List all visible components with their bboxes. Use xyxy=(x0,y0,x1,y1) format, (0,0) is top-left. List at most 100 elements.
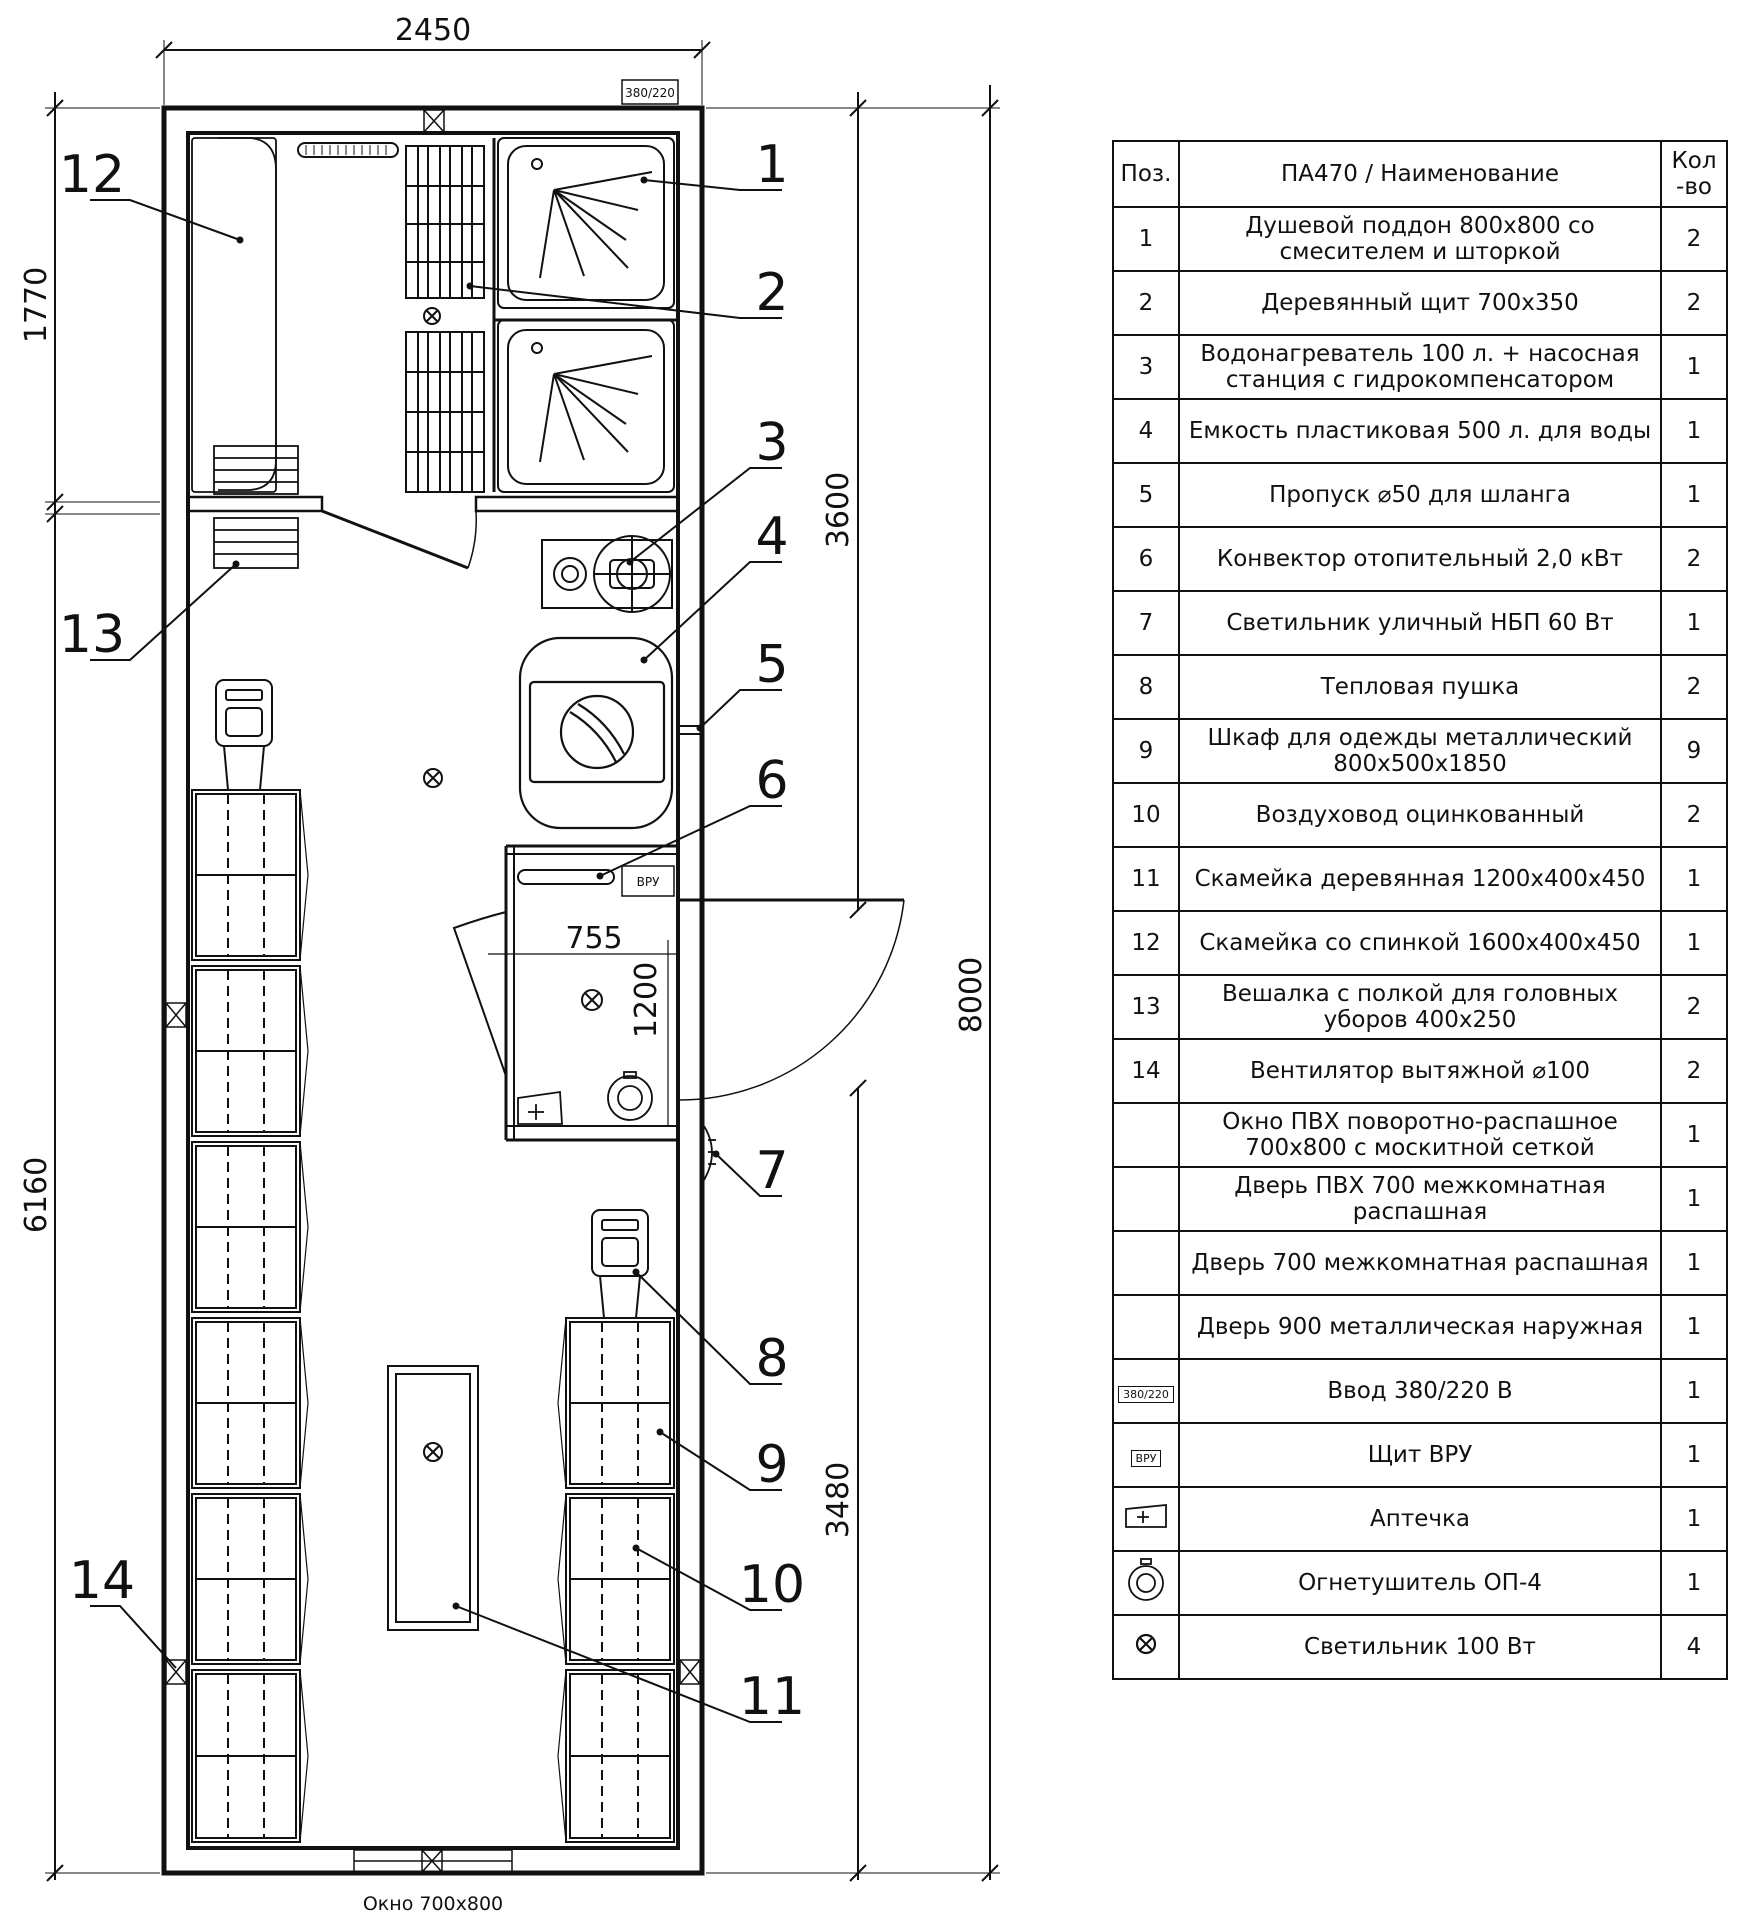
leader-lines xyxy=(90,179,782,1723)
shower-tray-upper xyxy=(497,137,675,309)
cell-qty: 2 xyxy=(1660,974,1728,1040)
pos-label-6: 6 xyxy=(755,751,788,811)
header-qty: Кол -во xyxy=(1660,140,1728,208)
cell-pos xyxy=(1112,1102,1180,1168)
pos-label-5: 5 xyxy=(755,635,788,695)
vestibule-dimensions: 755 1200 xyxy=(488,921,678,1126)
lockers-right xyxy=(557,1317,675,1843)
cell-name: Аптечка xyxy=(1178,1486,1662,1552)
dimension-right: 3600 3480 8000 xyxy=(706,85,1000,1882)
cell-qty: 2 xyxy=(1660,526,1728,592)
cell-pos: 380/220 xyxy=(1112,1358,1180,1424)
table-row: Окно ПВХ поворотно-распашное 700х800 с м… xyxy=(1112,1102,1728,1168)
pos-label-2: 2 xyxy=(755,263,788,323)
cell-pos xyxy=(1112,1230,1180,1296)
cell-qty: 1 xyxy=(1660,1102,1728,1168)
cell-qty: 1 xyxy=(1660,1294,1728,1360)
pos-label-4: 4 xyxy=(755,507,788,567)
first-aid-kit-icon xyxy=(517,1090,563,1125)
cell-name: Конвектор отопительный 2,0 кВт xyxy=(1178,526,1662,592)
cell-pos xyxy=(1112,1614,1180,1680)
shower-partition xyxy=(186,495,680,570)
exhaust-fan-top xyxy=(423,109,445,133)
cell-qty: 2 xyxy=(1660,782,1728,848)
exterior-door xyxy=(677,898,905,1101)
ceiling-lamp-icon xyxy=(423,768,443,788)
cell-name: Пропуск ⌀50 для шланга xyxy=(1178,462,1662,528)
cell-qty: 2 xyxy=(1660,270,1728,336)
inner-wall xyxy=(186,131,680,1850)
convector-vestibule xyxy=(517,869,615,885)
cell-qty: 1 xyxy=(1660,462,1728,528)
cell-pos xyxy=(1112,1486,1180,1552)
cell-qty: 1 xyxy=(1660,1358,1728,1424)
shower-tray-lower xyxy=(497,319,675,493)
cell-qty: 1 xyxy=(1660,1486,1728,1552)
ceiling-lamp-icon xyxy=(1133,1631,1159,1663)
cell-pos: 8 xyxy=(1112,654,1180,720)
cell-qty: 1 xyxy=(1660,590,1728,656)
cell-name: Деревянный щит 700х350 xyxy=(1178,270,1662,336)
coat-rack-upper xyxy=(213,445,299,495)
cell-qty: 1 xyxy=(1660,1550,1728,1616)
dim-right-lower: 3480 xyxy=(821,1462,856,1538)
ceiling-lamp-icon xyxy=(581,989,603,1011)
first-aid-kit-icon xyxy=(1123,1503,1169,1535)
cell-pos: 10 xyxy=(1112,782,1180,848)
cell-name: Светильник уличный НБП 60 Вт xyxy=(1178,590,1662,656)
cell-pos: 13 xyxy=(1112,974,1180,1040)
cell-qty: 1 xyxy=(1660,910,1728,976)
vru-tag xyxy=(621,865,675,897)
vent-left-mid xyxy=(165,1002,187,1028)
cell-pos: 4 xyxy=(1112,398,1180,464)
cell-pos: 5 xyxy=(1112,462,1180,528)
cell-qty: 1 xyxy=(1660,1230,1728,1296)
cell-pos: 6 xyxy=(1112,526,1180,592)
cell-name: Дверь 700 межкомнатная распашная xyxy=(1178,1230,1662,1296)
exhaust-fan-left xyxy=(165,1659,187,1685)
power-input-label: 380/220 xyxy=(625,86,675,100)
lockers-left xyxy=(191,789,309,1843)
cell-name: Огнетушитель ОП-4 xyxy=(1178,1550,1662,1616)
pos-label-9: 9 xyxy=(755,1435,788,1495)
ceiling-lamp-icon xyxy=(423,307,441,325)
cell-qty: 2 xyxy=(1660,206,1728,272)
convector-top xyxy=(297,142,399,158)
water-heater xyxy=(541,535,673,613)
coat-rack-lower xyxy=(213,517,299,569)
heat-gun-right xyxy=(591,1209,649,1319)
cell-qty: 1 xyxy=(1660,1422,1728,1488)
pos-label-7: 7 xyxy=(755,1141,788,1201)
power-input-tag: 380/220 xyxy=(1118,1385,1174,1403)
pos-label-11: 11 xyxy=(739,1667,805,1727)
fire-extinguisher-icon xyxy=(607,1071,653,1121)
dimension-left: 1770 6160 xyxy=(19,92,160,1882)
cell-pos: 14 xyxy=(1112,1038,1180,1104)
cell-qty: 4 xyxy=(1660,1614,1728,1680)
pos-label-1: 1 xyxy=(755,135,788,195)
fire-extinguisher-icon xyxy=(1123,1557,1169,1609)
pos-label-8: 8 xyxy=(755,1329,788,1389)
header-pos: Поз. xyxy=(1112,140,1180,208)
pos-label-13: 13 xyxy=(59,605,125,665)
cell-name: Щит ВРУ xyxy=(1178,1422,1662,1488)
cell-qty: 2 xyxy=(1660,1038,1728,1104)
power-input-tag xyxy=(621,79,679,105)
heat-gun-left xyxy=(215,679,273,791)
outer-wall xyxy=(161,105,705,1876)
cell-name: Воздуховод оцинкованный xyxy=(1178,782,1662,848)
